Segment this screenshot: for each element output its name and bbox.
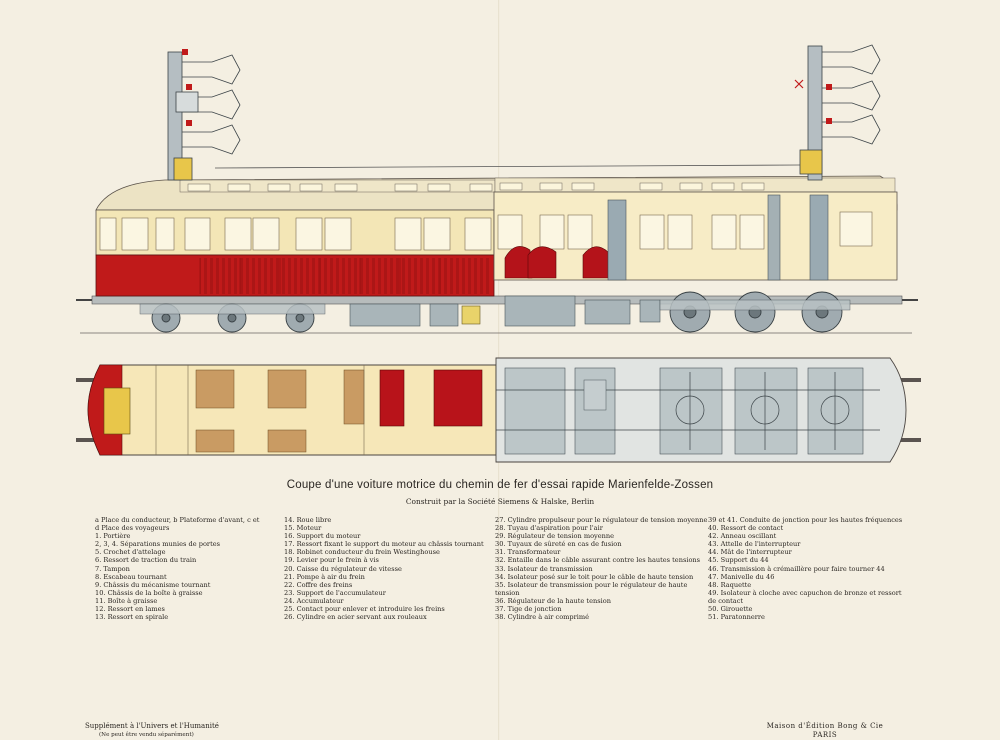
locomotive-illustration xyxy=(76,44,921,463)
legend-item: 6. Ressort de traction du train xyxy=(95,556,197,565)
legend-item: 13. Ressort en spirale xyxy=(95,613,169,622)
publisher-city: PARIS xyxy=(812,731,838,739)
legend-item: 49. Isolateur à cloche avec capuchon de … xyxy=(708,588,902,605)
legend-item: 16. Support du moteur xyxy=(284,532,361,541)
side-elevation xyxy=(76,44,918,334)
legend-item: 39 et 41. Conduite de jonction pour les … xyxy=(708,516,903,524)
legend-item: 24. Accumulateur xyxy=(284,596,344,605)
legend-column-2: 14. Roue libre 15. Moteur 16. Support du… xyxy=(284,516,484,621)
legend-item: 26. Cylindre en acier servant aux roulea… xyxy=(284,613,427,622)
legend-item: 17. Ressort fixant le support du moteur … xyxy=(284,540,484,549)
legend-item: 21. Pompe à air du frein xyxy=(284,572,365,581)
legend-item: 42. Anneau oscillant xyxy=(708,532,777,541)
legend-item: 34. Isolateur posé sur le toit pour le c… xyxy=(495,572,694,581)
legend-item: 2, 3, 4. Séparations munies de portes xyxy=(95,540,221,549)
legend-item: 44. Mât de l'interrupteur xyxy=(708,548,792,557)
legend-item: 22. Coffre des freins xyxy=(284,580,353,589)
legend-column-4: 39 et 41. Conduite de jonction pour les … xyxy=(708,516,908,621)
legend-item: 36. Régulateur de la haute tension xyxy=(495,596,611,605)
legend-item: 29. Régulateur de tension moyenne xyxy=(495,532,615,541)
legend-item: 8. Escabeau tournant xyxy=(95,572,167,581)
legend-item: 10. Châssis de la boîte à graisse xyxy=(95,588,203,597)
plate-title: Coupe d'une voiture motrice du chemin de… xyxy=(286,479,714,491)
legend-item: 18. Robinet conducteur du frein Westingh… xyxy=(284,548,440,557)
legend-item: 5. Crochet d'attelage xyxy=(95,548,166,557)
legend-column-1: a Place du conducteur, b Plateforme d'av… xyxy=(95,516,265,621)
publisher-imprint: Maison d'Édition Bong & Cie PARIS xyxy=(750,722,900,740)
legend-item: 33. Isolateur de transmission xyxy=(495,564,593,573)
legend-item: 31. Transformateur xyxy=(495,548,561,557)
legend-item: a Place du conducteur, b Plateforme d'av… xyxy=(95,516,260,533)
legend-item: 43. Attelle de l'interrupteur xyxy=(708,540,801,549)
legend-item: 40. Ressort de contact xyxy=(708,524,784,533)
legend-item: 30. Tuyaux de sûreté en cas de fusion xyxy=(495,540,622,549)
supplement-note: Supplément à l'Univers et l'Humanité (Ne… xyxy=(85,722,219,740)
legend-item: 20. Caisse du régulateur de vitesse xyxy=(284,564,402,573)
legend-item: 51. Paratonnerre xyxy=(708,613,765,622)
legend-column-3: 27. Cylindre propulseur pour le régulate… xyxy=(495,516,708,622)
legend-item: 9. Châssis du mécanisme tournant xyxy=(95,580,211,589)
legend-item: 1. Portière xyxy=(95,532,131,541)
legend-item: 14. Roue libre xyxy=(284,516,332,524)
legend-item: 35. Isolateur de transmission pour le ré… xyxy=(495,580,688,597)
legend-item: 38. Cylindre à air comprimé xyxy=(495,613,590,622)
legend-item: 50. Girouette xyxy=(708,605,753,614)
legend-item: 19. Levier pour le frein à vis xyxy=(284,556,379,565)
legend-item: 45. Support du 44 xyxy=(708,556,769,565)
plan-view xyxy=(76,357,921,463)
plate-subtitle: Construit par la Société Siemens & Halsk… xyxy=(405,497,595,506)
legend-item: 48. Raquette xyxy=(708,580,752,589)
legend-item: 7. Tampon xyxy=(95,564,130,573)
supplement-line: Supplément à l'Univers et l'Humanité xyxy=(85,722,219,730)
legend-item: 25. Contact pour enlever et introduire l… xyxy=(284,605,445,614)
publisher-name: Maison d'Édition Bong & Cie xyxy=(766,722,884,730)
legend-item: 46. Transmission à crémaillère pour fair… xyxy=(708,564,885,573)
legend-item: 27. Cylindre propulseur pour le régulate… xyxy=(495,516,708,524)
not-sold-separately-line: (Ne peut être vendu séparément) xyxy=(99,732,194,738)
legend-item: 11. Boîte à graisse xyxy=(95,596,158,605)
legend-item: 28. Tuyau d'aspiration pour l'air xyxy=(495,524,603,533)
legend-item: 32. Entaille dans le câble assurant cont… xyxy=(495,556,701,565)
legend-item: 47. Manivelle du 46 xyxy=(708,572,775,581)
legend-item: 37. Tige de jonction xyxy=(495,605,562,614)
legend-item: 23. Support de l'accumulateur xyxy=(284,588,386,597)
legend-item: 12. Ressort en lames xyxy=(95,605,165,614)
legend-item: 15. Moteur xyxy=(284,524,322,533)
